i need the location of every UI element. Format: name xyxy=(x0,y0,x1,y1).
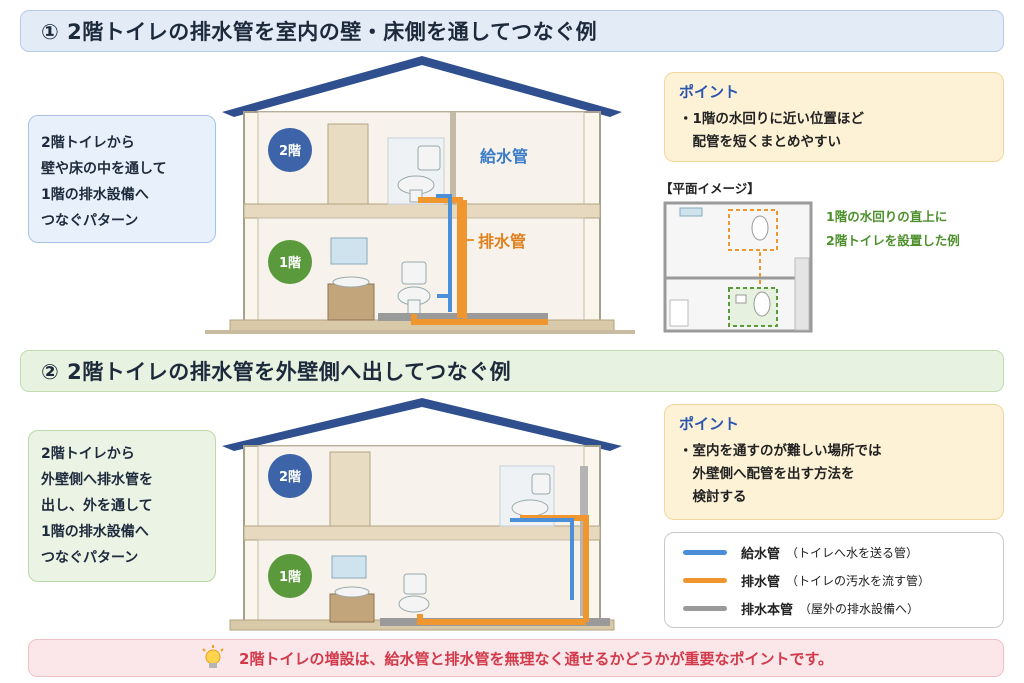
section1-point-box: ポイント ・1階の水回りに近い位置ほど 配管を短くまとめやすい xyxy=(664,72,1004,162)
floor-1-badge xyxy=(268,240,312,284)
point-body: ・室内を通すのが難しい場所では 外壁側へ配管を出す方法を 検討する xyxy=(679,443,882,505)
toilet-2f xyxy=(511,499,549,517)
floor-1-badge-label: 1階 xyxy=(279,569,301,585)
legend-label: 給水管 xyxy=(741,547,781,562)
legend-sub: （トイレへ水を送る管） xyxy=(786,546,919,560)
floor-slab xyxy=(243,525,601,541)
lightbulb-icon xyxy=(202,645,224,668)
point-body: ・1階の水回りに近い位置ほど 配管を短くまとめやすい xyxy=(679,111,864,150)
legend-item-drain: 排水管 （トイレの汚水を流す管） xyxy=(683,571,930,590)
legend-sub: （トイレの汚水を流す管） xyxy=(786,574,931,588)
point-title: ポイント xyxy=(679,83,740,101)
floor-2-badge-label: 2階 xyxy=(279,469,301,485)
floor-1-badge xyxy=(268,554,312,598)
floor-2-badge xyxy=(268,128,312,172)
section1-title: ① 2階トイレの排水管を室内の壁・床側を通してつなぐ例 xyxy=(20,10,1004,52)
legend-label: 排水本管 xyxy=(741,603,794,618)
door xyxy=(329,451,371,527)
supply-pipe xyxy=(436,194,452,312)
supply-pipe xyxy=(510,518,574,600)
legend-swatch-drain xyxy=(683,578,727,583)
plan-note: 1階の水回りの直上に 2階トイレを設置した例 xyxy=(826,209,960,248)
plan-2f-toilet-box xyxy=(728,209,778,251)
section2-description: 2階トイレから 外壁側へ排水管を 出し、外を通して 1階の排水設備へ つなぐパタ… xyxy=(28,430,216,582)
vanity xyxy=(329,593,375,623)
drain-label: 排水管 xyxy=(478,232,526,251)
drain-pipe xyxy=(411,197,548,325)
floor-2-badge-label: 2階 xyxy=(279,143,301,159)
legend-item-supply: 給水管 （トイレへ水を送る管） xyxy=(683,543,918,562)
legend-swatch-supply xyxy=(683,550,727,555)
section1-description: 2階トイレから 壁や床の中を通して 1階の排水設備へ つなぐパターン xyxy=(28,115,216,243)
roof xyxy=(222,398,622,451)
plan-label: 【平面イメージ】 xyxy=(660,181,760,196)
bottom-note-banner: 2階トイレの増設は、給水管と排水管を無理なく通せるかどうかが重要なポイントです。 xyxy=(28,639,1004,677)
vanity xyxy=(327,283,375,321)
bottom-note: 2階トイレの増設は、給水管と排水管を無理なく通せるかどうかが重要なポイントです。 xyxy=(239,649,833,668)
legend-item-main: 排水本管 （屋外の排水設備へ） xyxy=(683,599,919,618)
legend-sub: （屋外の排水設備へ） xyxy=(799,602,920,616)
section2-point-box: ポイント ・室内を通すのが難しい場所では 外壁側へ配管を出す方法を 検討する xyxy=(664,404,1004,520)
supply-label: 給水管 xyxy=(480,147,528,166)
door xyxy=(327,123,369,205)
toilet-1f xyxy=(398,595,430,613)
floor-2-badge xyxy=(268,454,312,498)
legend-label: 排水管 xyxy=(741,575,781,590)
legend-swatch-main xyxy=(683,606,727,611)
floor-1-badge-label: 1階 xyxy=(279,255,301,271)
legend: 給水管 （トイレへ水を送る管） 排水管 （トイレの汚水を流す管） 排水本管 （屋… xyxy=(664,532,1004,628)
point-title: ポイント xyxy=(679,415,740,433)
section2-title: ② 2階トイレの排水管を外壁側へ出してつなぐ例 xyxy=(20,350,1004,392)
